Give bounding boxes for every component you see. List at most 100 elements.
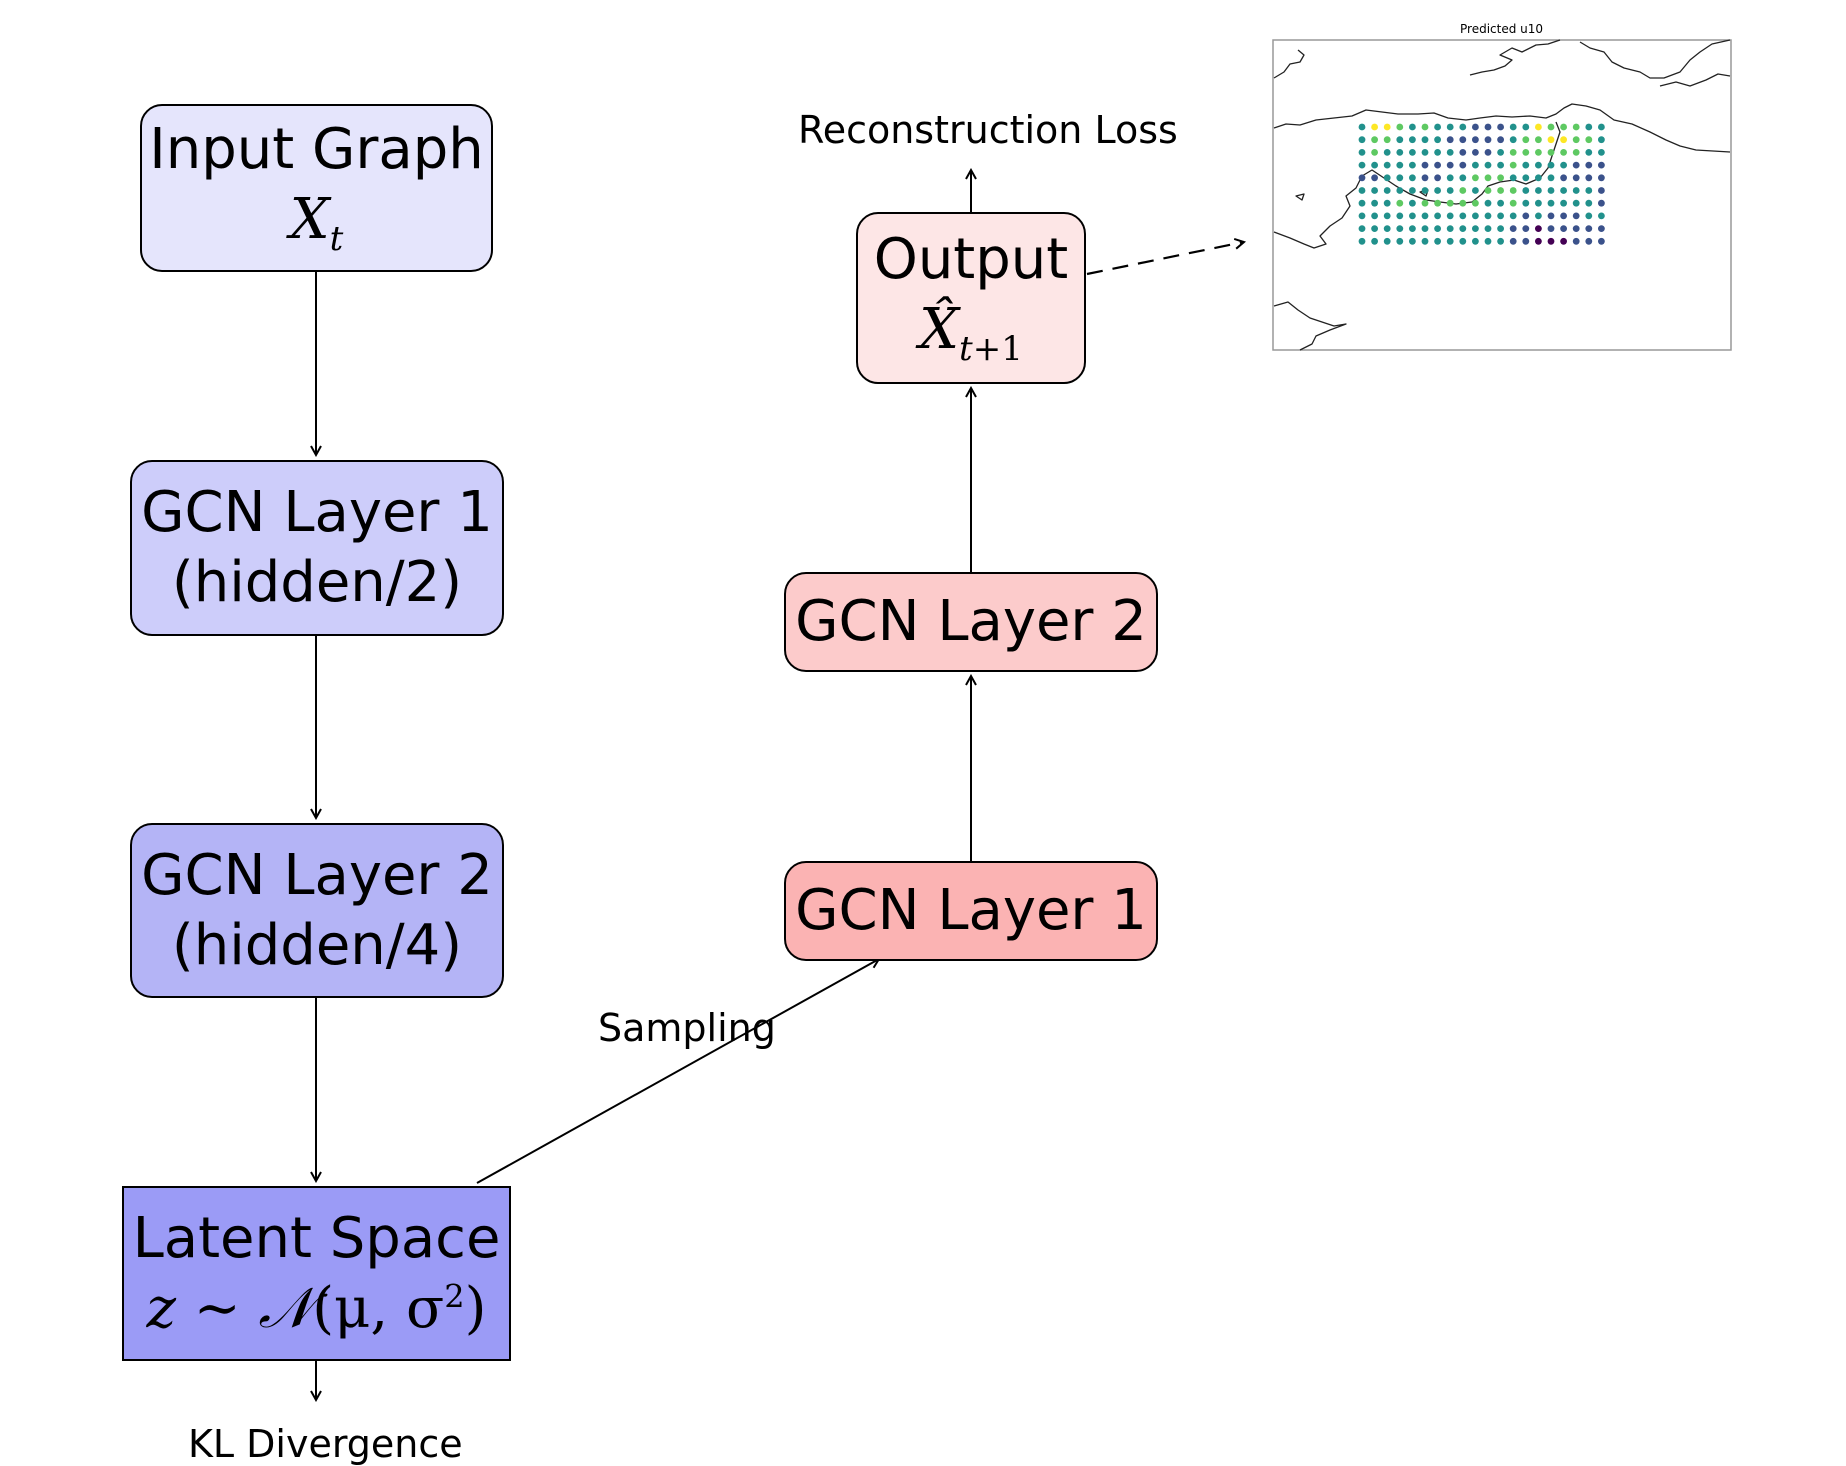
map-grid-point [1472, 136, 1479, 144]
map-grid-point [1421, 161, 1429, 169]
map-grid-point [1421, 199, 1429, 207]
decoder-gcn-layer-1: GCN Layer 1 [784, 861, 1158, 961]
map-frame [1272, 39, 1732, 351]
map-grid-point [1598, 136, 1605, 144]
coastline-north-b [1469, 39, 1561, 76]
map-grid-point [1509, 225, 1517, 233]
map-grid-point [1598, 199, 1605, 207]
map-grid-point [1572, 136, 1580, 144]
map-grid-point [1434, 225, 1441, 233]
map-grid-point [1396, 225, 1404, 233]
map-grid-point [1383, 199, 1391, 207]
map-grid-point [1358, 225, 1366, 233]
decoder-l2-title: GCN Layer 2 [795, 589, 1147, 654]
map-grid-point [1497, 237, 1504, 245]
map-grid-point [1585, 149, 1593, 156]
map-grid-point [1421, 225, 1429, 233]
map-grid-point [1421, 123, 1429, 131]
map-grid-point [1497, 123, 1504, 131]
map-grid-point [1472, 123, 1479, 131]
map-grid-point [1409, 212, 1416, 220]
decoder-gcn-layer-2: GCN Layer 2 [784, 572, 1158, 672]
latent-math: z ∼ 𝒩(μ, σ2) [147, 1274, 487, 1344]
coastline-north-a [1273, 49, 1305, 79]
map-grid-point [1434, 136, 1441, 144]
map-grid-point [1383, 123, 1391, 131]
map-grid-point [1572, 225, 1580, 233]
map-grid-point [1459, 212, 1467, 220]
map-grid-point [1522, 225, 1530, 233]
map-grid-point [1497, 161, 1504, 169]
map-grid-point [1371, 123, 1378, 131]
output-math: X̂t+1 [919, 295, 1023, 371]
map-grid-point [1509, 149, 1517, 156]
map-grid-point [1560, 149, 1567, 156]
map-grid-point [1572, 237, 1580, 245]
map-grid-point [1472, 225, 1479, 233]
map-grid-point [1396, 149, 1404, 156]
map-grid-point [1484, 199, 1492, 207]
island-a [1295, 193, 1305, 201]
kl-divergence-label: KL Divergence [188, 1422, 463, 1466]
map-grid-point [1535, 212, 1542, 220]
map-grid-point [1358, 174, 1366, 182]
map-grid-point [1497, 212, 1504, 220]
coastline-channel [1273, 103, 1731, 153]
sampling-label: Sampling [598, 1006, 776, 1050]
map-grid-point [1497, 225, 1504, 233]
map-grid-point [1472, 161, 1479, 169]
map-grid-point [1371, 149, 1378, 156]
map-grid-point [1535, 187, 1542, 194]
map-grid-point [1560, 136, 1567, 144]
map-grid-point [1371, 199, 1378, 207]
map-grid-point [1371, 136, 1378, 144]
map-grid-point [1522, 174, 1530, 182]
map-grid-point [1509, 123, 1517, 131]
map-grid-point [1560, 187, 1567, 194]
map-grid-point [1472, 199, 1479, 207]
map-grid-point [1421, 187, 1429, 194]
map-grid-point [1409, 237, 1416, 245]
map-grid-point [1434, 123, 1441, 131]
map-grid-point [1572, 123, 1580, 131]
map-grid-point [1421, 149, 1429, 156]
map-grid-point [1383, 187, 1391, 194]
map-grid-point [1522, 199, 1530, 207]
map-grid-point [1472, 212, 1479, 220]
latent-space-node: Latent Space z ∼ 𝒩(μ, σ2) [122, 1186, 511, 1361]
encoder-l1-title: GCN Layer 1 [141, 480, 493, 545]
map-grid-point [1396, 212, 1404, 220]
map-grid-point [1383, 212, 1391, 220]
map-grid-point [1396, 123, 1404, 131]
map-grid-point [1446, 149, 1454, 156]
output-title: Output [873, 227, 1069, 293]
input-math-sub: t [329, 219, 344, 260]
map-grid-point [1396, 199, 1404, 207]
map-grid-point [1446, 225, 1454, 233]
map-grid-point [1572, 212, 1580, 220]
map-grid-point [1560, 161, 1567, 169]
map-grid-point [1535, 136, 1542, 144]
map-grid-point [1434, 149, 1441, 156]
map-grid-point [1446, 123, 1454, 131]
map-grid-point [1535, 123, 1542, 131]
map-grid-point [1459, 225, 1467, 233]
map-grid-point [1585, 199, 1593, 207]
map-grid-point [1434, 212, 1441, 220]
input-graph-title: Input Graph [149, 117, 484, 183]
map-grid-point [1535, 174, 1542, 182]
map-grid-point [1547, 212, 1555, 220]
map-grid-point [1547, 161, 1555, 169]
latent-math-args: (μ, σ [312, 1275, 445, 1341]
map-grid-point [1434, 199, 1441, 207]
map-grid-point [1409, 225, 1416, 233]
map-grid-point [1409, 161, 1416, 169]
map-grid-point [1446, 212, 1454, 220]
input-graph-math: Xt [290, 185, 344, 261]
map-grid-point [1598, 212, 1605, 220]
map-grid-point [1585, 161, 1593, 169]
map-grid-point [1535, 199, 1542, 207]
map-grid-point [1560, 237, 1567, 245]
map-grid-point [1459, 161, 1467, 169]
map-inset [1272, 39, 1732, 351]
